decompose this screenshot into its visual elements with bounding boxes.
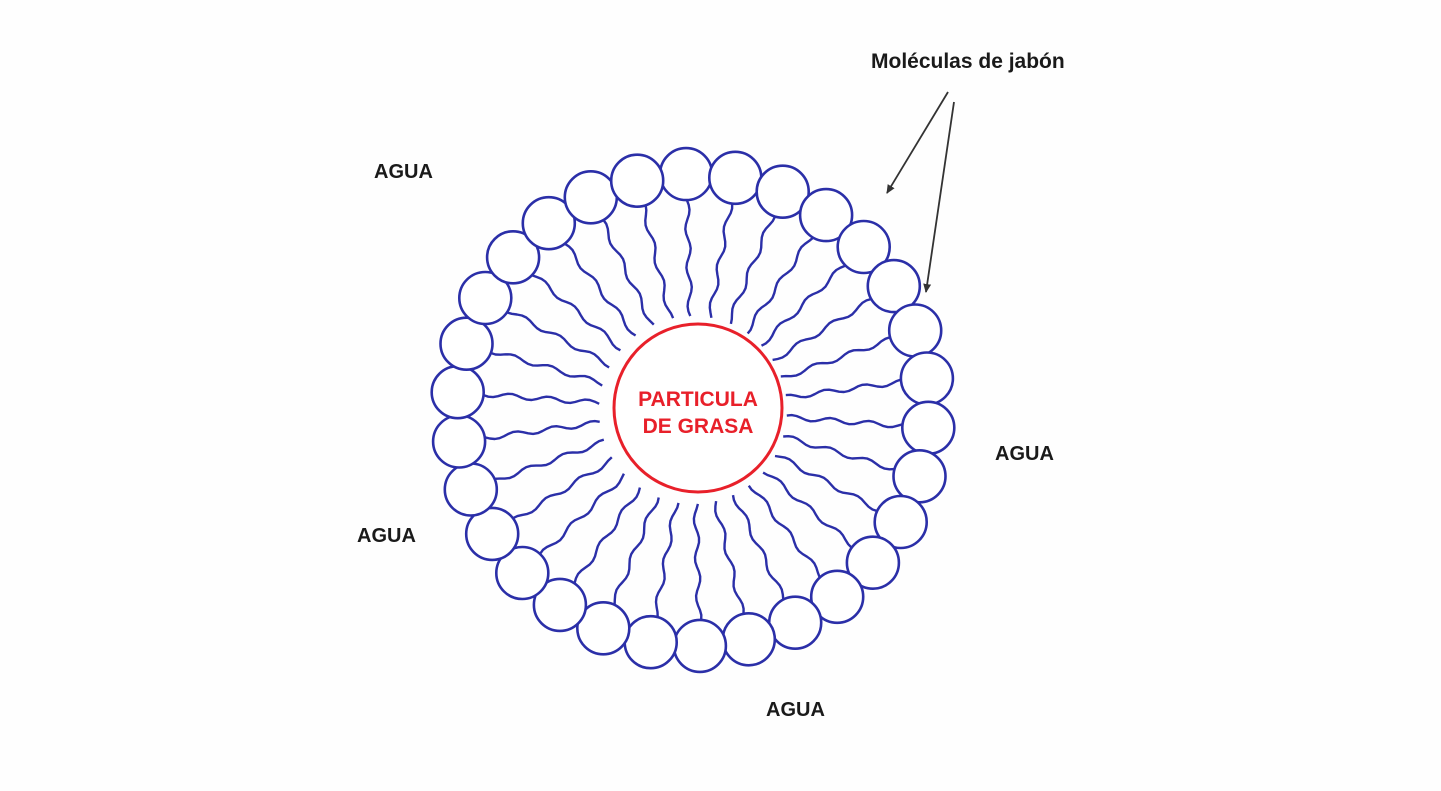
molecule-head [494,545,550,601]
molecule-tail [731,494,785,600]
molecule-head [721,611,777,667]
molecule-tail [786,413,903,429]
molecule-head [532,577,588,633]
grease-particle-label-line2: DE GRASA [642,415,754,438]
molecule-tail [772,297,872,362]
molecule-head [672,618,728,674]
molecule-tail [506,311,610,369]
molecule-tail [714,500,745,614]
soap-molecules-label: Moléculas de jabón [871,50,1065,73]
molecule-tail [654,502,680,618]
molecule-head [887,303,943,358]
water-label-right: AGUA [995,443,1054,465]
molecule-head [836,219,892,275]
molecule-head [900,400,956,456]
water-label-top-left: AGUA [374,161,433,183]
molecule-tail [780,336,891,378]
molecule-head [899,351,955,406]
water-label-bottom-left: AGUA [357,525,416,547]
molecule-tail [644,205,675,319]
molecule-head [563,170,619,225]
molecule-tail [708,203,734,319]
molecule-head [809,569,865,625]
molecule-head [443,462,499,517]
grease-particle-label-line1: PARTICULA [638,388,758,411]
molecule-head [658,146,714,202]
molecule-head [623,614,679,670]
molecule-head [845,535,901,591]
molecule-tail [747,485,821,578]
molecule-tail [573,487,642,584]
molecule-tail [783,435,895,471]
molecule-tail [531,274,621,352]
molecule-head [707,150,763,206]
molecule-tail [512,456,613,520]
molecule-head [521,195,577,251]
molecule-tail [602,219,655,326]
pointer-arrow-2 [923,101,955,293]
molecule-tail [729,216,777,325]
molecule-head [866,258,922,314]
molecule-head [431,414,487,469]
molecule-head [457,270,513,326]
molecule-tails [483,199,903,620]
molecule-heads [430,146,956,674]
molecule-head [439,316,494,372]
molecule-head [767,595,823,651]
molecule-head [430,364,486,420]
grease-particle-circle [612,322,784,494]
molecule-head [464,506,520,562]
water-label-bottom: AGUA [766,699,825,721]
molecule-tail [494,438,605,480]
molecule-head [892,448,947,504]
molecule-tail [760,264,846,347]
molecule-tail [484,419,600,441]
molecule-tail [490,351,603,387]
molecule-tail [785,378,902,399]
molecule-head [798,187,854,243]
molecule-tail [762,471,853,549]
molecule-tail [774,454,878,513]
molecule-tail [684,199,693,317]
molecule-head [873,494,929,550]
pointer-arrow-1 [886,91,949,194]
molecule-head [609,153,665,208]
molecule-head [575,600,631,656]
molecule-tail [613,497,660,605]
molecule-tail [746,236,814,335]
molecule-head [485,229,541,285]
molecule-tail [539,473,625,555]
molecule-head [755,164,811,219]
molecule-tail [483,392,600,405]
molecule-tail [564,242,637,337]
molecule-tail [692,503,703,620]
